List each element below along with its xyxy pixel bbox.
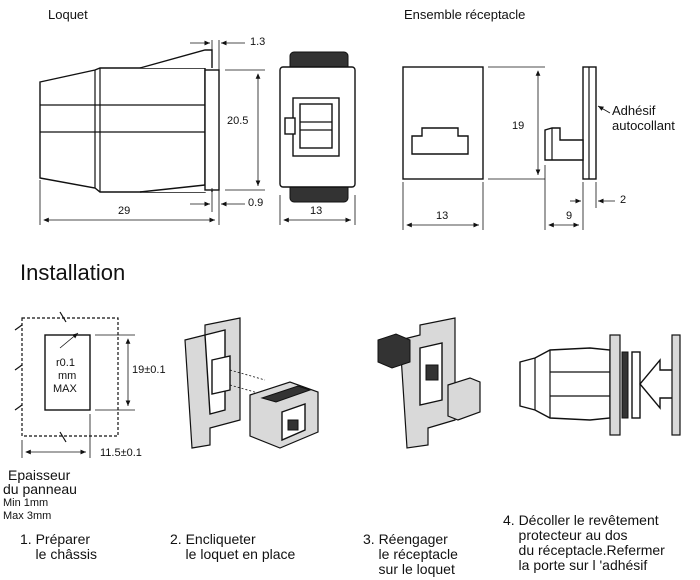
dim-2: 2 bbox=[620, 194, 627, 206]
latch-front-view bbox=[279, 51, 356, 203]
panel-thickness-max: Max 3mm bbox=[3, 510, 52, 522]
dim-11-5-tolerance: 11.5±0.1 bbox=[100, 447, 142, 459]
receptacle-front-view bbox=[402, 66, 484, 180]
step3-illustration bbox=[377, 317, 481, 449]
step-4-caption: 4. Décoller le revêtement protecteur au … bbox=[503, 512, 665, 573]
step-2-caption: 2. Encliqueter le loquet en place bbox=[170, 531, 296, 562]
dim-13-latch: 13 bbox=[310, 205, 323, 217]
latch-title: Loquet bbox=[48, 7, 88, 22]
dim-1-3: 1.3 bbox=[250, 36, 266, 48]
adhesive-label-line1: Adhésif bbox=[612, 103, 656, 118]
panel-thickness-label-line1: Epaisseur bbox=[8, 467, 71, 483]
dim-20-5: 20.5 bbox=[227, 115, 249, 127]
panel-cutout-diagram bbox=[14, 311, 135, 458]
step-3-caption: 3. Réengager le réceptacle sur le loquet bbox=[363, 531, 458, 577]
radius-label-line3: MAX bbox=[53, 383, 77, 395]
installation-title: Installation bbox=[20, 260, 126, 285]
panel-thickness-label-line2: du panneau bbox=[3, 481, 77, 497]
dim-19: 19 bbox=[512, 120, 525, 132]
dim-9: 9 bbox=[566, 210, 573, 222]
dim-13-receptacle: 13 bbox=[436, 210, 449, 222]
step-1-caption: 1. Préparer le châssis bbox=[20, 531, 98, 562]
step2-illustration bbox=[184, 317, 319, 449]
dim-29: 29 bbox=[118, 205, 131, 217]
panel-thickness-min: Min 1mm bbox=[3, 497, 49, 509]
step4-illustration bbox=[519, 334, 681, 436]
receptacle-assembly-title: Ensemble réceptacle bbox=[404, 7, 526, 22]
dim-19-tolerance: 19±0.1 bbox=[132, 364, 166, 376]
adhesive-label-line2: autocollant bbox=[612, 118, 675, 133]
receptacle-side-view bbox=[544, 66, 597, 180]
radius-label-line1: r0.1 bbox=[56, 357, 75, 369]
latch-side-view bbox=[39, 49, 220, 193]
dim-0-9: 0.9 bbox=[248, 197, 264, 209]
radius-label-line2: mm bbox=[58, 370, 77, 382]
